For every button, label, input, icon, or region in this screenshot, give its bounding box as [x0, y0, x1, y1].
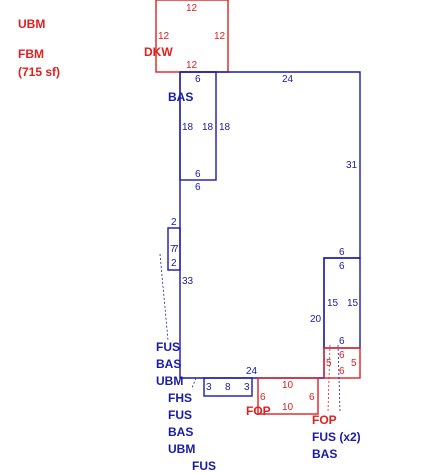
bas-dim-top: 6 [195, 74, 201, 85]
fop-small-dim-bottom: 6 [339, 366, 345, 377]
dkw-dim-left: 12 [158, 31, 170, 42]
notch-dim-side: 7 [170, 244, 176, 255]
bas-area-label: BAS [168, 90, 193, 104]
main-dim-right-lower: 20 [310, 314, 322, 325]
notch-dim-bottom: 2 [171, 258, 177, 269]
right-box-dim-top: 6 [339, 247, 345, 258]
fop-small-outline [323, 347, 361, 379]
main-dim-top: 24 [282, 74, 294, 85]
leader-left [159, 253, 169, 341]
right-box-dim-left: 15 [327, 298, 339, 309]
right-box-dim-bottom: 6 [339, 336, 345, 347]
bottom-box-dim-mid: 8 [225, 382, 231, 393]
ubm-label: UBM [18, 17, 45, 31]
notch-dim-top: 2 [171, 217, 177, 228]
main-dim-right: 31 [346, 160, 358, 171]
notch-outline [167, 227, 181, 271]
bottom-box-dim-right: 3 [244, 382, 250, 393]
main-dim-left-lower: 33 [182, 276, 194, 287]
fop-bottom-dim-right: 6 [309, 392, 315, 403]
main-outline [179, 71, 361, 379]
dkw-label: DKW [144, 45, 173, 59]
fop-small-dim-top: 6 [339, 350, 345, 361]
fop-bottom-outline [257, 377, 319, 415]
bas-dim-inner-bottom: 6 [195, 169, 201, 180]
label-bas-right: BAS [312, 447, 337, 461]
fop-small-dim-right: 5 [351, 358, 357, 369]
area-label: (715 sf) [18, 65, 60, 79]
right-box-dim-right: 15 [347, 298, 359, 309]
leader-right-2 [337, 344, 341, 413]
bas-dim-right: 18 [219, 122, 231, 133]
dkw-dim-right: 12 [214, 31, 226, 42]
fop-bottom-dim-bottom: 10 [282, 402, 294, 413]
dkw-dim-bottom: 12 [186, 60, 198, 71]
label-fhs: FHS [168, 391, 192, 405]
label-fop-bottom: FOP [246, 404, 271, 418]
bas-area-outline [179, 71, 217, 181]
bas-dim-bottom: 6 [195, 182, 201, 193]
label-bas-1: BAS [156, 357, 181, 371]
dkw-dim-top: 12 [186, 3, 198, 14]
label-fus-3: FUS [192, 459, 216, 473]
label-ubm-1: UBM [156, 374, 183, 388]
bottom-box-outline [203, 377, 253, 397]
fop-small-dim-left: 5 [326, 358, 332, 369]
bas-dim-left: 18 [182, 122, 194, 133]
notch-dim-side2: 7 [173, 244, 179, 255]
leader-bottom [191, 377, 197, 389]
fbm-label: FBM [18, 47, 44, 61]
main-dim-bottom: 24 [246, 366, 258, 377]
label-ubm-2: UBM [168, 442, 195, 456]
right-box-dim-top2: 6 [339, 261, 345, 272]
label-bas-2: BAS [168, 425, 193, 439]
label-fus-x2: FUS (x2) [312, 430, 361, 444]
fop-bottom-dim-left: 6 [260, 392, 266, 403]
label-fus-2: FUS [168, 408, 192, 422]
leader-right-1 [327, 344, 331, 413]
bas-dim-mid: 18 [202, 122, 214, 133]
label-fop-right: FOP [312, 413, 337, 427]
bottom-box-dim-left: 3 [206, 382, 212, 393]
label-fus-1: FUS [156, 340, 180, 354]
fop-bottom-dim-top: 10 [282, 380, 294, 391]
